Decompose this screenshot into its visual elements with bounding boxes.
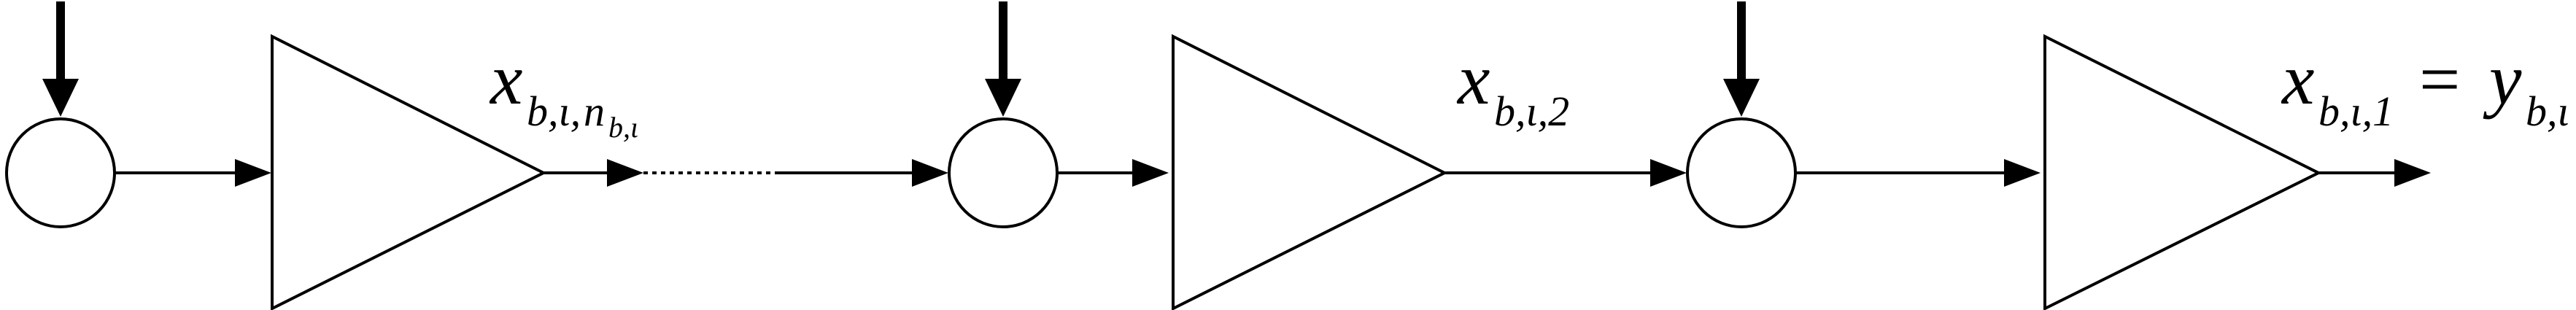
label-stage3-main: x bbox=[2281, 39, 2314, 120]
connector-amp1-out bbox=[544, 159, 643, 187]
connector-to-node2 bbox=[775, 159, 948, 187]
summing-node-2 bbox=[948, 117, 1059, 228]
connector-node2-amp2 bbox=[1058, 159, 1169, 187]
label-stage2-main: x bbox=[1456, 39, 1490, 120]
input-arrow-3 bbox=[1723, 1, 1760, 117]
connector-node1-amp1 bbox=[115, 159, 271, 187]
connector-amp2-node3 bbox=[1444, 159, 1687, 187]
summing-node-1 bbox=[5, 117, 116, 228]
label-stage2-sub: b,ι,2 bbox=[1494, 88, 1569, 135]
label-stage3-equals: = bbox=[2419, 39, 2460, 120]
label-stage1-subsubsub: b,ι bbox=[608, 111, 638, 144]
input-arrow-1 bbox=[42, 1, 79, 117]
label-stage1: x b,ι, n b,ι bbox=[489, 39, 638, 144]
label-stage1-main: x bbox=[489, 39, 522, 120]
amplifier-2 bbox=[1172, 34, 1448, 310]
amplifier-3 bbox=[2043, 34, 2322, 310]
label-stage1-subsub: n bbox=[584, 88, 605, 135]
label-stage3-rhs-sub: b,ι bbox=[2526, 88, 2569, 135]
connector-node3-amp3 bbox=[1796, 159, 2041, 187]
label-stage1-sub: b,ι, bbox=[527, 88, 581, 135]
label-stage3-sub: b,ι,1 bbox=[2318, 88, 2394, 135]
label-stage3: x b,ι,1 = y b,ι bbox=[2281, 39, 2569, 135]
label-stage3-rhs-main: y bbox=[2483, 39, 2522, 120]
amplifier-1 bbox=[271, 34, 547, 310]
output-arrow bbox=[2318, 159, 2431, 187]
input-arrow-2 bbox=[985, 1, 1021, 117]
summing-node-3 bbox=[1686, 117, 1797, 228]
label-stage2: x b,ι,2 bbox=[1456, 39, 1569, 135]
